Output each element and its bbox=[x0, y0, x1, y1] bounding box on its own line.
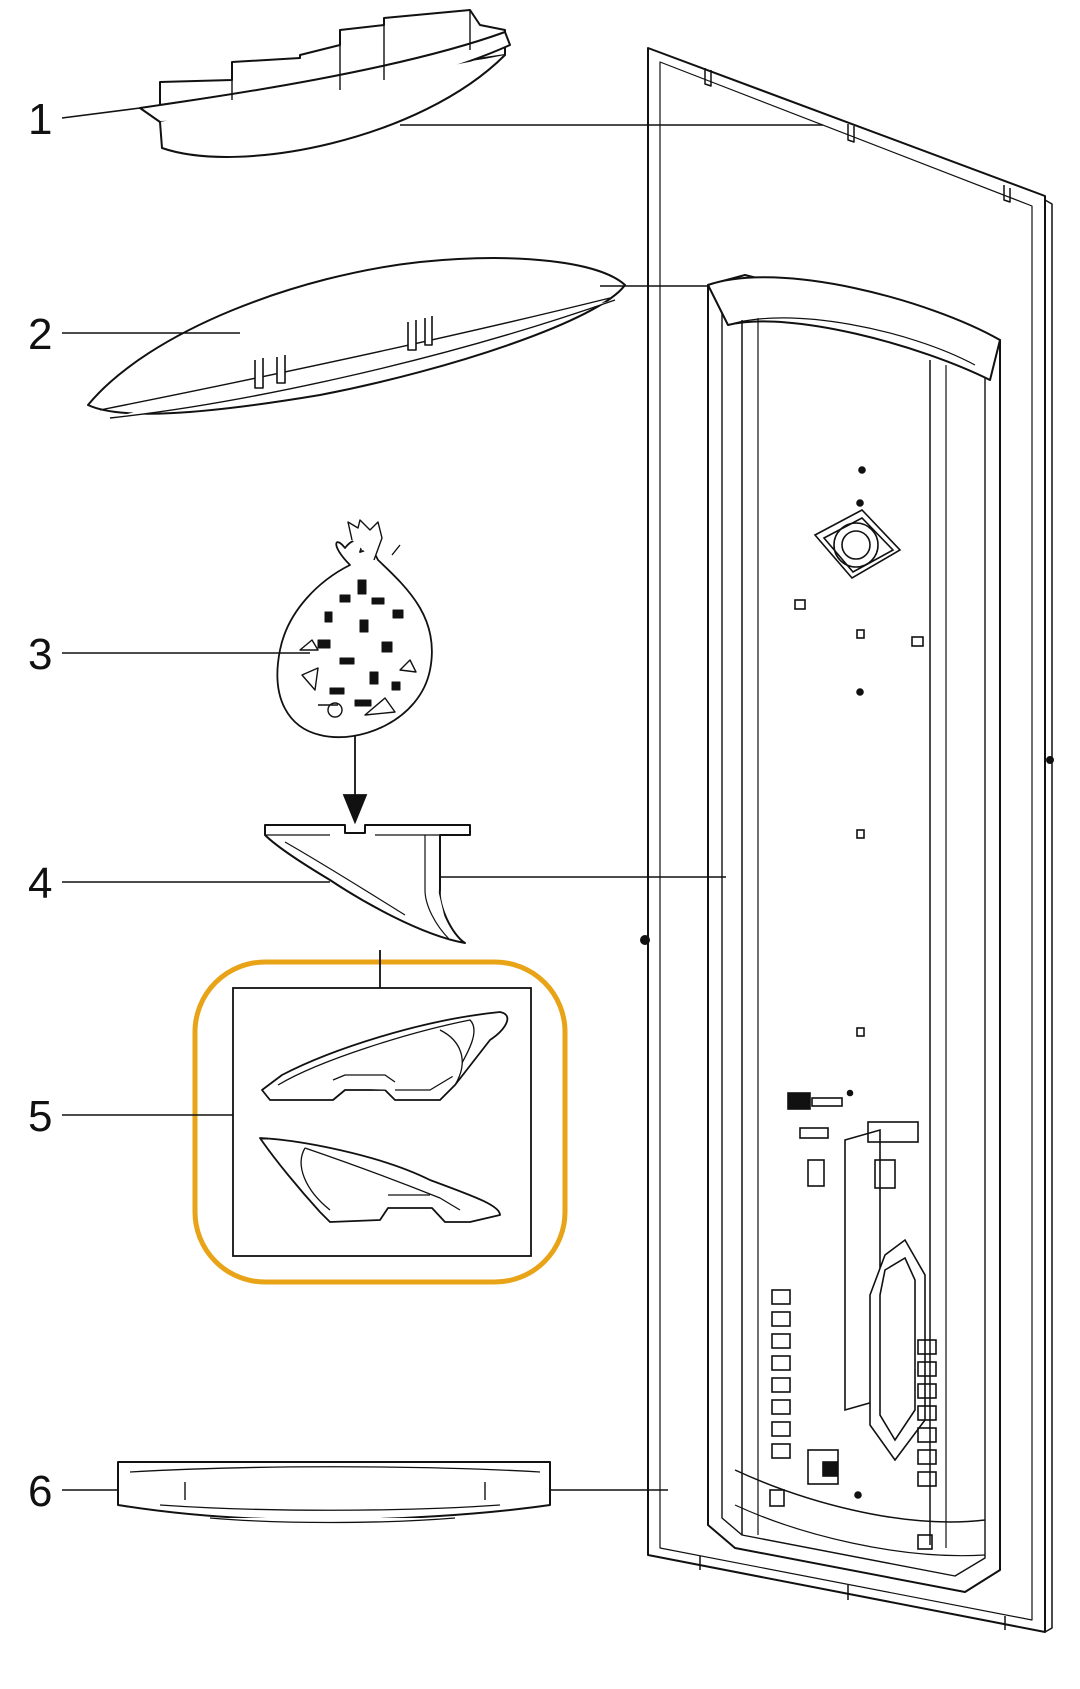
part-6-bottom-cover bbox=[117, 1461, 551, 1524]
leader-1 bbox=[61, 107, 141, 119]
panel-internals bbox=[769, 466, 937, 1550]
callout-numbers: 1 2 3 4 5 6 bbox=[28, 95, 52, 1516]
callout-6: 6 bbox=[28, 1467, 52, 1516]
part-4-wall-bracket bbox=[264, 824, 471, 944]
main-panel bbox=[640, 47, 1054, 1633]
part-1-top-clip bbox=[139, 9, 511, 158]
part-2-top-cover bbox=[87, 257, 626, 419]
callout-3: 3 bbox=[28, 630, 52, 679]
leader-lines bbox=[61, 107, 823, 1491]
callout-1: 1 bbox=[28, 95, 52, 144]
part-5-detail bbox=[192, 950, 568, 1285]
part-3-fastener-bag bbox=[276, 519, 433, 739]
callout-4: 4 bbox=[28, 859, 52, 908]
assembly-arrow bbox=[342, 735, 368, 825]
callout-5: 5 bbox=[28, 1092, 52, 1141]
callout-2: 2 bbox=[28, 310, 52, 359]
